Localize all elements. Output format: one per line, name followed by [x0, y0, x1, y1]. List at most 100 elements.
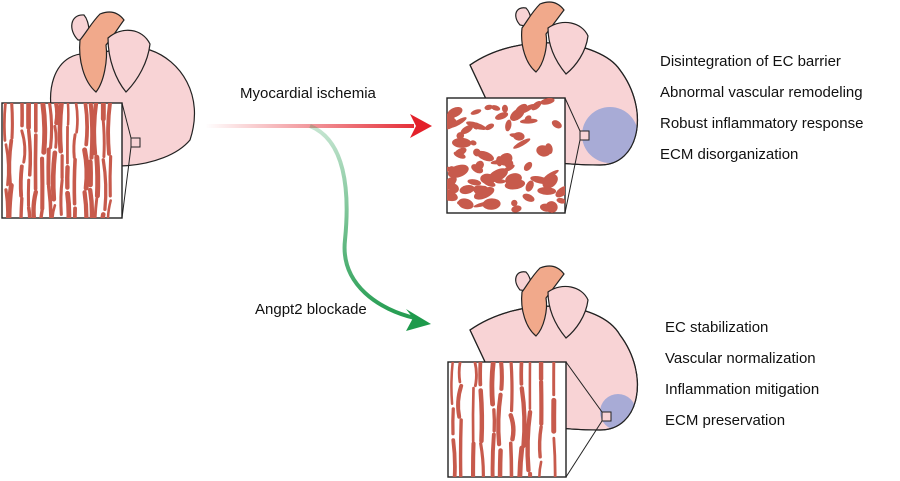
vessel-segment [478, 362, 483, 387]
vessel-segment [91, 103, 99, 156]
vessel-fragment [467, 179, 482, 186]
ischemia-outcome-item: Robust inflammatory response [660, 115, 864, 132]
vessel-segment [508, 413, 516, 442]
vessel-segment [66, 103, 70, 126]
vessel-fragment [525, 180, 534, 192]
vessel-segment [509, 362, 514, 413]
blockade-outcomes-list: EC stabilization Vascular normalization … [665, 319, 819, 443]
ischemia-outcome-item: Disintegration of EC barrier [660, 53, 841, 70]
vessel-inset-treated [447, 361, 567, 478]
vessel-fragment [505, 119, 512, 132]
vessel-segment [497, 448, 503, 477]
vessel-segment [479, 441, 485, 477]
blockade-arrow-shaft [309, 124, 416, 320]
vessel-segment [10, 103, 14, 140]
vessel-fragment [480, 173, 496, 185]
blockade-outcome-item: EC stabilization [665, 319, 769, 336]
vessel-fragment [496, 156, 503, 167]
blockade-arrowhead [406, 309, 431, 331]
vessel-segment [101, 119, 106, 159]
vessel-fragment [473, 200, 495, 208]
vessel-fragment [495, 112, 509, 120]
vessel-fragment [537, 187, 557, 195]
healthy-vessel-network [2, 103, 113, 218]
vessel-fragment [466, 121, 487, 130]
vessel-segment [19, 196, 24, 218]
vessel-segment [72, 133, 77, 160]
vessel-segment [59, 178, 64, 216]
vessel-segment [108, 155, 113, 198]
vessel-segment [458, 418, 463, 477]
vessel-segment [74, 103, 79, 134]
vessel-fragment [522, 193, 535, 202]
vessel-fragment [447, 164, 469, 178]
vessel-fragment [540, 98, 555, 105]
vessel-segment [53, 124, 58, 149]
vessel-segment [456, 383, 464, 419]
vessel-segment [6, 182, 14, 218]
vessel-fragment [448, 183, 459, 194]
vessel-segment [100, 212, 106, 218]
zoom-marker [579, 130, 590, 141]
vessel-segment [2, 103, 7, 142]
vessel-fragment [484, 104, 493, 111]
vessel-fragment [531, 101, 542, 111]
vessel-fragment [476, 150, 494, 162]
vessel-fragment [471, 164, 484, 174]
healthy-heart [1, 11, 195, 219]
zoom-marker [601, 411, 612, 422]
vessel-segment [478, 388, 485, 444]
vessel-segment [106, 103, 112, 156]
vessel-fragment [555, 185, 565, 198]
blockade-label: Angpt2 blockade [255, 301, 367, 318]
vessel-segment [50, 150, 58, 202]
treated-heart [447, 265, 639, 478]
vessel-segment [87, 187, 95, 218]
vessel-segment [471, 386, 475, 443]
vessel-segment [47, 103, 54, 150]
vessel-fragment [447, 106, 463, 118]
vessel-segment [7, 138, 14, 186]
vessel-fragment [504, 179, 526, 190]
vessel-fragment [511, 205, 522, 213]
vessel-segment [65, 190, 72, 218]
vessel-segment [94, 154, 101, 199]
vessel-fragment [450, 117, 467, 128]
vessel-fragment [473, 185, 491, 198]
vessel-segment [31, 189, 38, 218]
vessel-fragment [457, 199, 472, 206]
vessel-segment [20, 129, 27, 164]
vessel-fragment [519, 118, 538, 124]
vessel-segment [18, 164, 24, 198]
vessel-segment [82, 147, 90, 191]
vessel-segment [519, 362, 524, 386]
pulmonary-artery [547, 285, 589, 339]
ischemia-label: Myocardial ischemia [240, 85, 376, 102]
vessel-segment [457, 362, 462, 384]
vessel-fragment [501, 104, 508, 113]
vessel-segment [46, 184, 53, 218]
vessel-fragment [539, 203, 553, 212]
vessel-segment [552, 436, 557, 477]
vessel-segment [51, 204, 57, 218]
ischemia-outcome-item: ECM disorganization [660, 146, 799, 163]
vessel-segment [40, 103, 48, 155]
ischemia-outcomes-list: Disintegration of EC barrier Abnormal va… [660, 53, 863, 177]
blockade-outcome-item: Inflammation mitigation [665, 381, 820, 398]
vessel-fragment [470, 140, 477, 146]
vessel-fragment [509, 133, 524, 139]
vessel-fragment [482, 198, 501, 210]
infarct-zone-large [582, 107, 638, 163]
vessel-segment [82, 190, 89, 218]
vessel-segment [473, 362, 478, 388]
vessel-segment [53, 103, 60, 126]
vessel-fragment [470, 109, 482, 115]
vessel-segment [39, 208, 44, 218]
aorta [521, 265, 565, 337]
ischemia-arrowhead [410, 114, 432, 138]
vessel-segment [508, 441, 514, 477]
vessel-segment [537, 425, 543, 459]
vessel-segment [489, 362, 496, 407]
vessel-segment [451, 438, 457, 477]
